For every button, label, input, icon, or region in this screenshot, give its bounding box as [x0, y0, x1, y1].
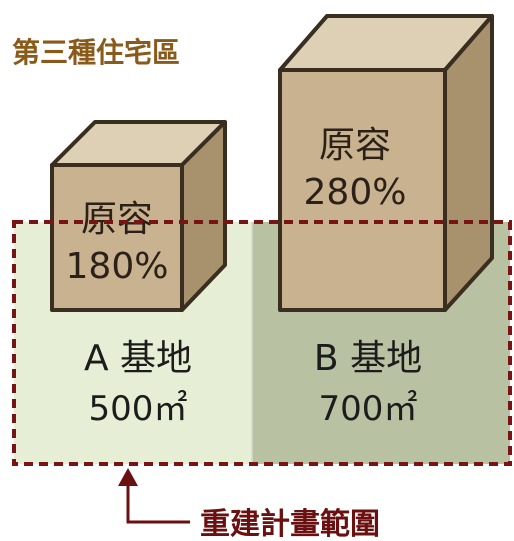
zone-title: 第三種住宅區	[12, 36, 180, 69]
site-b-building: 原容 280%	[278, 14, 494, 312]
arrow-up-icon	[118, 468, 190, 524]
boundary-label: 重建計畫範圍	[200, 507, 380, 541]
site-b-area-value: 700㎡	[319, 389, 418, 429]
site-a-original-far-label: 原容	[81, 199, 153, 240]
site-b-original-far-label: 原容	[319, 125, 391, 166]
site-a-name: A 基地	[84, 338, 192, 379]
site-b-name: B 基地	[314, 338, 422, 379]
site-b-original-far-value: 280%	[304, 172, 407, 213]
site-a-area-value: 500㎡	[89, 389, 188, 429]
redevelopment-boundary	[12, 220, 512, 466]
site-b-building-side	[443, 14, 494, 312]
callout-arrowhead	[118, 468, 138, 486]
site-a-original-far-value: 180%	[66, 246, 169, 287]
callout-leader-line	[126, 482, 190, 524]
site-a-building: 原容 180%	[50, 120, 227, 312]
site-a-building-front	[50, 163, 184, 312]
site-b-building-front	[278, 68, 447, 312]
